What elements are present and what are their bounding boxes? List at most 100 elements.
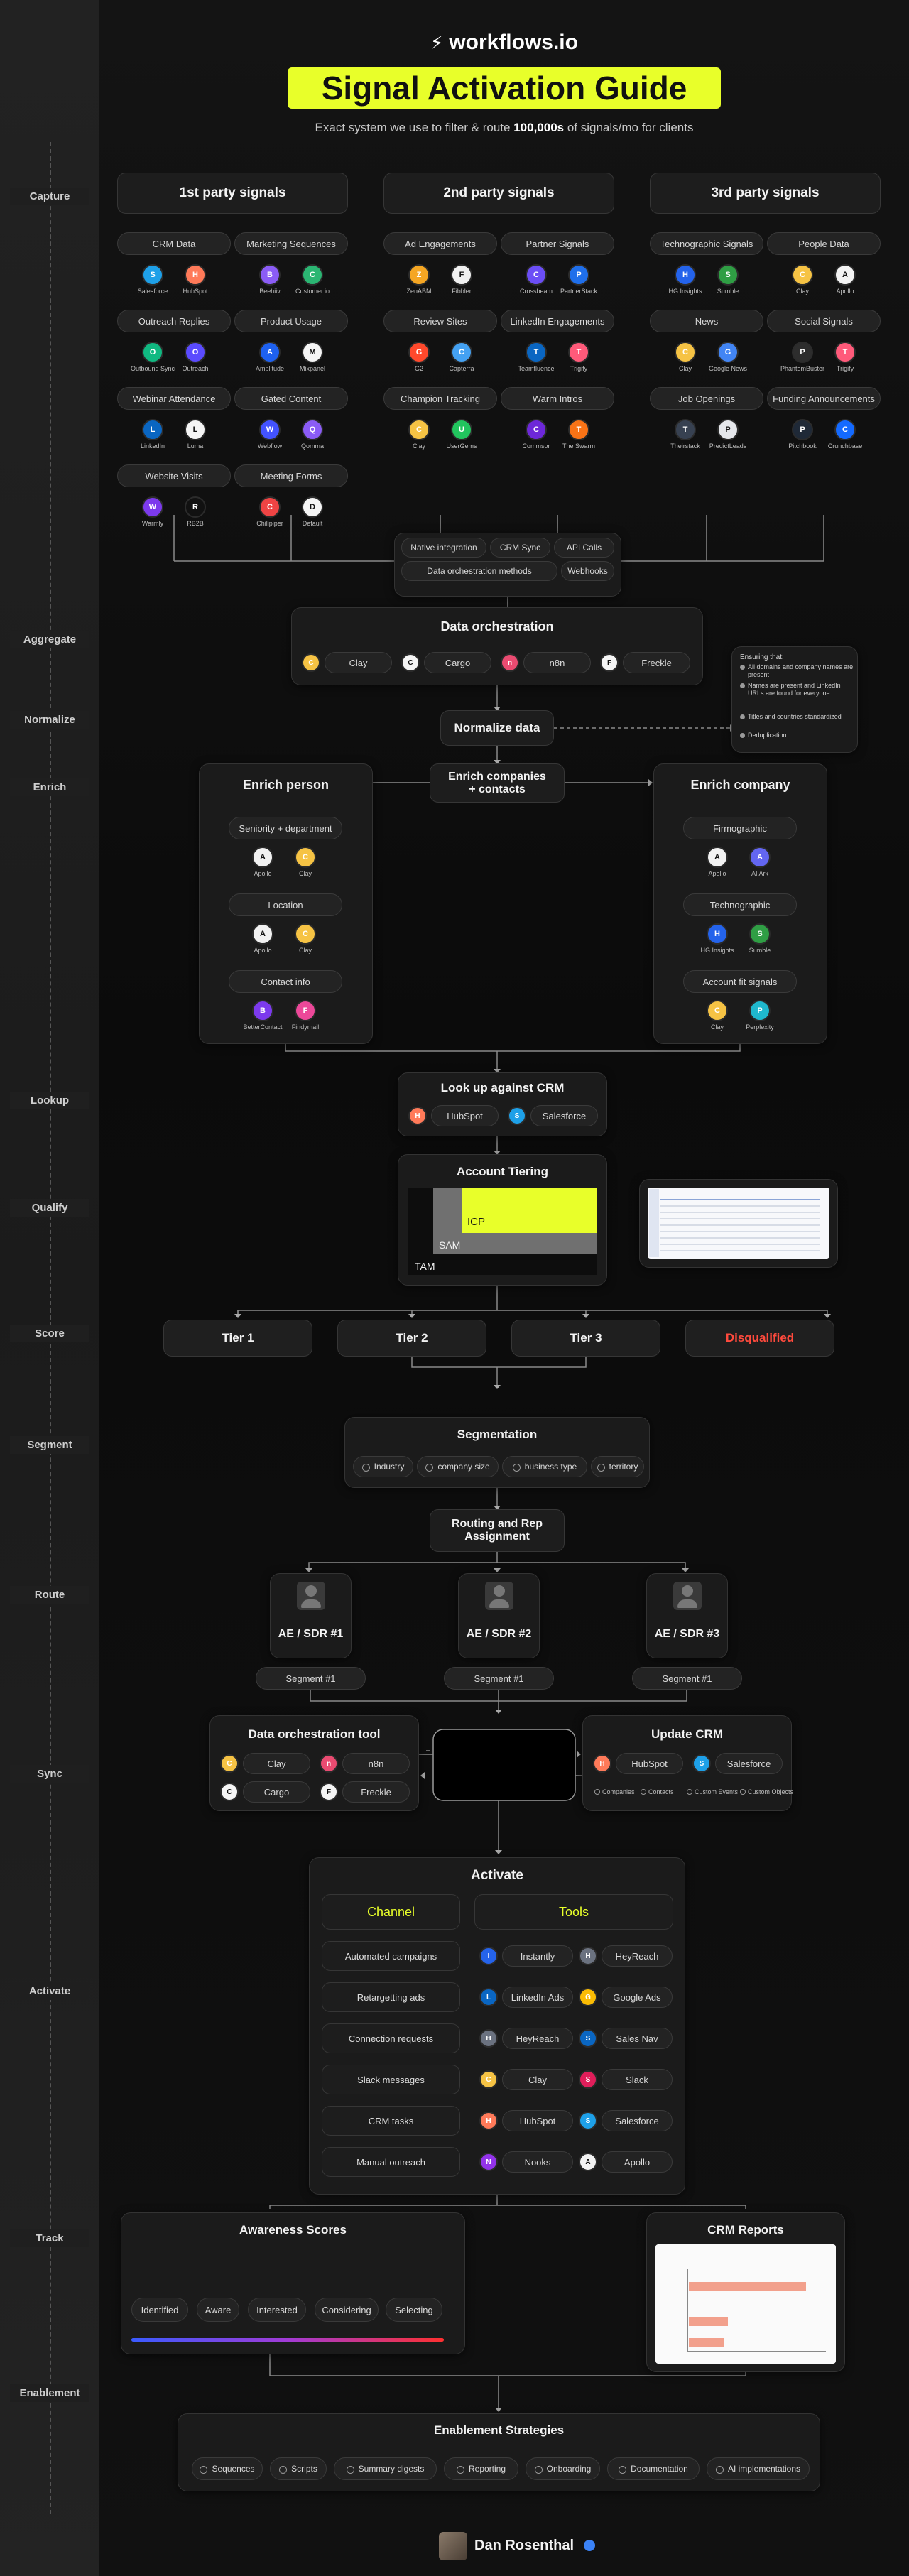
segment-item[interactable]: company size — [417, 1456, 499, 1477]
tool-logo-icon: C — [707, 1000, 728, 1021]
signal-group-label: Meeting Forms — [234, 464, 348, 487]
tool-logo-icon: H — [593, 1754, 611, 1773]
sync-tool: n8n — [342, 1753, 410, 1774]
normalize-note: Names are present and LinkedIn URLs are … — [748, 682, 841, 697]
tool-logo-icon: P — [792, 342, 813, 363]
tool-logo-caption: Clay — [298, 870, 312, 877]
crm-tool: HubSpot — [431, 1105, 499, 1126]
page-subtitle: Exact system we use to filter & route 10… — [256, 121, 753, 135]
account-tiering-title: Account Tiering — [456, 1165, 549, 1178]
segment-item[interactable]: business type — [502, 1456, 587, 1477]
enrich-group-label: Location — [229, 893, 342, 916]
author-avatar — [439, 2532, 467, 2560]
activation-tool: Slack — [602, 2069, 673, 2090]
rep-name: AE / SDR #1 — [278, 1628, 344, 1640]
segment-item[interactable]: Industry — [353, 1456, 413, 1477]
tier-icp-block — [462, 1188, 597, 1233]
report-bar — [689, 2317, 728, 2326]
table-row-line — [660, 1205, 820, 1207]
tool-logo-icon: Z — [408, 264, 430, 286]
orchestration-tool: Clay — [325, 652, 392, 673]
tool-logo-icon: G — [717, 342, 739, 363]
tool-logo-caption: UserGems — [446, 442, 477, 450]
stage-label-capture: Capture — [10, 188, 89, 205]
arrow-head — [420, 1772, 425, 1779]
enablement-item[interactable]: Sequences — [192, 2457, 263, 2480]
crm-object-item: Custom Objects — [740, 1788, 793, 1800]
arrow-head — [494, 1506, 501, 1510]
activation-tool: HubSpot — [502, 2110, 573, 2131]
rep-name: AE / SDR #3 — [654, 1628, 720, 1640]
tool-logo-icon: G — [408, 342, 430, 363]
signal-group-label: Warm Intros — [501, 387, 614, 410]
signal-group-label: Marketing Sequences — [234, 232, 348, 255]
tool-logo-icon: C — [451, 342, 472, 363]
tool-logo-icon: F — [295, 1000, 316, 1021]
arrow-head — [648, 779, 653, 786]
signal-group-label: Product Usage — [234, 310, 348, 332]
tool-logo-caption: Pitchbook — [788, 442, 817, 450]
person-body — [677, 1599, 697, 1608]
circle-dot-icon — [641, 1789, 646, 1795]
tool-logo-caption: ZenABM — [406, 288, 432, 295]
arrow-head — [682, 1568, 689, 1572]
sync-loop — [432, 1729, 576, 1801]
tool-logo-caption: Google News — [708, 365, 748, 372]
awareness-gradient-bar — [131, 2338, 444, 2342]
enrich-group-label: Firmographic — [683, 817, 797, 839]
tool-logo-icon: S — [579, 2070, 597, 2089]
workflows-logo-icon: ⚡ — [430, 31, 444, 53]
tool-logo-caption: Default — [302, 520, 323, 527]
person-head — [305, 1585, 317, 1597]
activation-tool: Sales Nav — [602, 2028, 673, 2049]
stage-label-qualify: Qualify — [10, 1199, 89, 1217]
stage-label-lookup: Lookup — [10, 1092, 89, 1109]
crm-sync-tool: HubSpot — [616, 1753, 683, 1774]
arrow-head — [824, 1314, 831, 1318]
tool-logo-caption: Customer.io — [295, 288, 330, 295]
tool-logo-icon: C — [792, 264, 813, 286]
page-title: Signal Activation Guide — [288, 67, 721, 109]
enablement-item[interactable]: Summary digests — [334, 2457, 437, 2480]
tool-logo-icon: L — [185, 419, 206, 440]
segmentation-title: Segmentation — [457, 1428, 538, 1441]
tool-logo-icon: L — [142, 419, 163, 440]
tool-logo-icon: F — [600, 653, 619, 672]
tool-logo-icon: A — [707, 847, 728, 868]
tool-logo-caption: Webflow — [257, 442, 283, 450]
enablement-item[interactable]: AI implementations — [707, 2457, 810, 2480]
enablement-item[interactable]: Reporting — [444, 2457, 518, 2480]
signal-group-label: Ad Engagements — [383, 232, 497, 255]
signal-group-label: Webinar Attendance — [117, 387, 231, 410]
tool-logo-icon: T — [675, 419, 696, 440]
activation-channel: Slack messages — [322, 2065, 460, 2094]
tool-logo-icon: n — [501, 653, 519, 672]
segment-item[interactable]: territory — [591, 1456, 644, 1477]
table-row-line — [660, 1237, 820, 1239]
crm-object-label: Companies — [602, 1788, 635, 1795]
enablement-item[interactable]: Documentation — [607, 2457, 700, 2480]
enrich-center-line1: Enrich companies — [448, 770, 546, 783]
rep-name: AE / SDR #2 — [466, 1628, 532, 1640]
enablement-item[interactable]: Scripts — [270, 2457, 327, 2480]
tool-logo-icon: L — [479, 1988, 498, 2006]
enrich-company-title: Enrich company — [690, 778, 790, 792]
awareness-scores-panel — [121, 2212, 465, 2354]
report-bar — [689, 2282, 806, 2291]
tool-logo-caption: Perplexity — [746, 1023, 774, 1031]
routing-line2: Assignment — [464, 1531, 530, 1543]
tool-logo-caption: BetterContact — [243, 1023, 283, 1031]
tool-logo-caption: Warmly — [141, 520, 164, 527]
tool-logo-caption: Clay — [710, 1023, 724, 1031]
arrow-head — [495, 2408, 502, 2412]
tool-logo-icon: P — [568, 264, 589, 286]
table-sidebar — [649, 1189, 659, 1257]
tool-logo-icon: O — [185, 342, 206, 363]
enablement-item[interactable]: Onboarding — [526, 2457, 600, 2480]
person-head — [682, 1585, 693, 1597]
signal-group-label: People Data — [767, 232, 881, 255]
enrich-companies-contacts-node: Enrich companies+ contacts — [430, 763, 565, 803]
stage-label-track: Track — [10, 2229, 89, 2247]
tool-logo-caption: Outbound Sync — [130, 365, 175, 372]
